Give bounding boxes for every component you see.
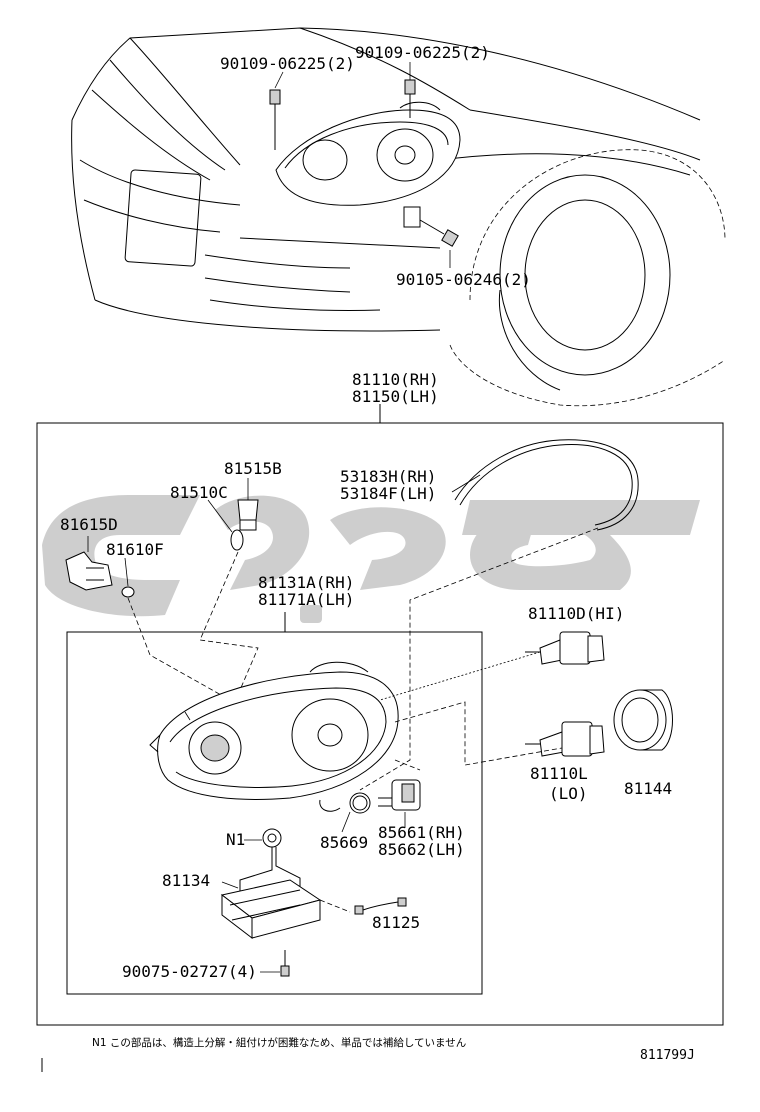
bulb-cover xyxy=(613,689,673,751)
label-assy-rh: 81110(RH) xyxy=(352,370,439,389)
label-screw-bottom: 90105-06246(2) xyxy=(396,270,531,289)
high-beam-bulb xyxy=(525,631,605,665)
housing-box xyxy=(66,631,483,995)
label-bulb-small: 81510C xyxy=(170,483,228,502)
headlamp-seal xyxy=(451,439,639,531)
side-marker-socket xyxy=(65,536,113,591)
label-screw-top-left: 90109-06225(2) xyxy=(220,54,355,73)
screw-icon xyxy=(269,89,281,150)
igniter-unit xyxy=(378,779,421,811)
label-assy-lh: 81150(LH) xyxy=(352,387,439,406)
screw-icon xyxy=(280,950,290,977)
label-ring: 85669 xyxy=(320,833,368,852)
low-beam-bulb xyxy=(525,721,605,757)
label-cover: 81144 xyxy=(624,779,672,798)
car-front-illustration xyxy=(71,27,726,407)
label-socket-left: 81615D xyxy=(60,515,118,534)
screw-icon xyxy=(419,219,459,247)
label-bulb-socket: 81515B xyxy=(224,459,282,478)
clearance-bulb xyxy=(207,499,244,551)
side-marker-bulb xyxy=(121,557,135,598)
label-housing-rh: 81131A(RH) xyxy=(258,573,354,592)
label-bulb-lo-note: (LO) xyxy=(549,784,588,803)
drawing-code: 811799J xyxy=(640,1048,695,1063)
ballast-wire xyxy=(319,897,407,915)
ballast-unit xyxy=(220,828,322,940)
footnote: N1 この部品は、構造上分解・組付けが困難なため、単品では補給していません xyxy=(92,1036,466,1049)
o-ring xyxy=(349,792,371,814)
label-screw-top-right: 90109-06225(2) xyxy=(355,43,490,62)
label-ballast: 81134 xyxy=(162,871,210,890)
label-wire: 81125 xyxy=(372,913,420,932)
headlamp-housing xyxy=(149,661,399,812)
label-bulb-lo: 81110L xyxy=(530,764,588,783)
label-seal-lh: 53184F(LH) xyxy=(340,484,436,503)
label-note-marker: N1 xyxy=(226,830,245,849)
label-bulb-left: 81610F xyxy=(106,540,164,559)
label-igniter-lh: 85662(LH) xyxy=(378,840,465,859)
label-housing-lh: 81171A(LH) xyxy=(258,590,354,609)
label-bulb-hi: 81110D(HI) xyxy=(528,604,624,623)
label-igniter-rh: 85661(RH) xyxy=(378,823,465,842)
label-screw-ballast: 90075-02727(4) xyxy=(122,962,257,981)
label-seal-rh: 53183H(RH) xyxy=(340,467,436,486)
clearance-bulb-socket xyxy=(237,478,259,531)
